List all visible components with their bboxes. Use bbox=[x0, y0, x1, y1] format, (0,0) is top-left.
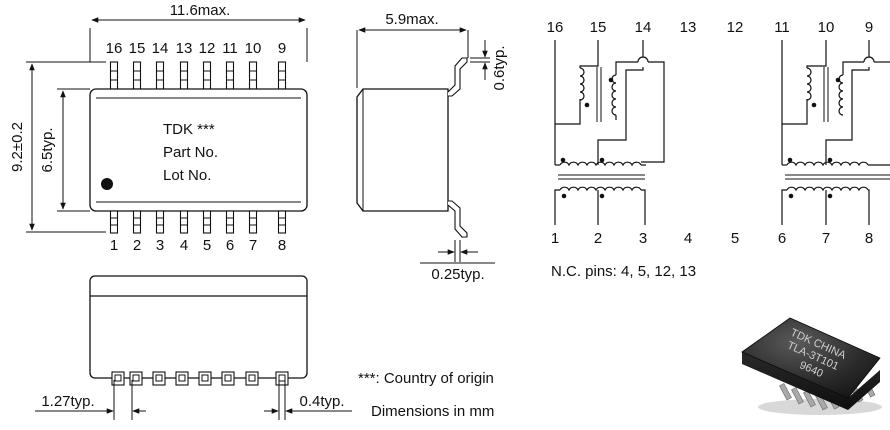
side-view: 5.9max. 0.6typ. 0.25typ. bbox=[356, 11, 508, 283]
units-note: Dimensions in mm bbox=[371, 403, 494, 420]
bottom-pin-label: 1 bbox=[110, 237, 118, 254]
top-pin-label: 11 bbox=[222, 40, 238, 57]
schematic-top-pin: 13 bbox=[680, 19, 697, 36]
transformer-right bbox=[781, 40, 890, 225]
schematic-top-pin: 11 bbox=[774, 19, 790, 36]
bottom-pin-label: 7 bbox=[249, 237, 257, 254]
schematic-bottom-pin: 7 bbox=[822, 230, 830, 247]
top-pin-label: 12 bbox=[199, 40, 216, 57]
bottom-pin-label: 4 bbox=[180, 237, 188, 254]
side-lead-upper bbox=[447, 57, 468, 97]
origin-note: ***: Country of origin bbox=[358, 370, 494, 387]
schematic-top-pin-labels: 16 15 14 13 12 11 10 9 bbox=[547, 19, 874, 36]
bottom-pin-label: 2 bbox=[133, 237, 141, 254]
bottom-pin-label: 5 bbox=[203, 237, 211, 254]
side-lead-lower bbox=[447, 200, 468, 238]
top-pin-label: 16 bbox=[106, 40, 123, 57]
lead-upper bbox=[155, 61, 165, 90]
schematic-top-pin: 16 bbox=[547, 19, 564, 36]
chip-top-face bbox=[741, 317, 881, 399]
marking-line-2: Part No. bbox=[163, 144, 218, 161]
lead-lower bbox=[179, 210, 189, 234]
bottom-pin-label: 3 bbox=[156, 237, 164, 254]
front-leads bbox=[111, 371, 289, 386]
side-width-label: 5.9max. bbox=[385, 11, 438, 28]
schematic-bottom-pin: 8 bbox=[865, 230, 873, 247]
lead-thickness-label: 0.25typ. bbox=[431, 266, 484, 283]
schematic-bottom-pin: 4 bbox=[684, 230, 692, 247]
inner-height-label: 6.5typ. bbox=[39, 127, 56, 172]
marking-line-3: Lot No. bbox=[163, 167, 211, 184]
top-pin-label: 15 bbox=[129, 40, 146, 57]
top-lower-leads bbox=[109, 210, 287, 234]
polarity-dots-left bbox=[560, 77, 614, 199]
top-pin-label: 13 bbox=[176, 40, 193, 57]
top-pin-label: 10 bbox=[245, 40, 262, 57]
pitch-label: 1.27typ. bbox=[41, 393, 94, 410]
top-pin-label: 14 bbox=[152, 40, 169, 57]
lead-lower bbox=[225, 210, 235, 234]
side-body bbox=[356, 88, 449, 212]
lead-lower bbox=[132, 210, 142, 234]
nc-pins-note: N.C. pins: 4, 5, 12, 13 bbox=[551, 263, 696, 280]
schematic-bottom-pin-labels: 1 2 3 4 5 6 7 8 bbox=[551, 230, 873, 247]
lead-lower bbox=[109, 210, 119, 234]
lead-lower bbox=[155, 210, 165, 234]
polarity-dots-right bbox=[787, 77, 841, 199]
transformer-left bbox=[554, 40, 665, 225]
schematic-bottom-pin: 2 bbox=[594, 230, 602, 247]
lead-upper bbox=[179, 61, 189, 90]
schematic-bottom-pin: 5 bbox=[731, 230, 739, 247]
top-upper-leads bbox=[109, 61, 287, 90]
lead-upper bbox=[225, 61, 235, 90]
top-height-label: 9.2±0.2 bbox=[9, 122, 26, 172]
lead-lower bbox=[248, 210, 258, 234]
lead-lower bbox=[202, 210, 212, 234]
schematic-bottom-pin: 1 bbox=[551, 230, 559, 247]
front-view: 1.27typ. 0.4typ. bbox=[35, 275, 352, 420]
top-width-label: 11.6max. bbox=[170, 2, 231, 19]
product-photo: TDK CHINA TLA-3T101 9640 bbox=[741, 317, 882, 415]
package-body-top bbox=[89, 88, 308, 212]
lead-upper bbox=[202, 61, 212, 90]
bottom-pin-label: 6 bbox=[226, 237, 234, 254]
bottom-pin-label: 8 bbox=[278, 237, 286, 254]
schematic-bottom-pin: 6 bbox=[778, 230, 786, 247]
lead-upper bbox=[277, 61, 287, 90]
schematic-top-pin: 9 bbox=[865, 19, 873, 36]
marking-line-1: TDK *** bbox=[163, 121, 215, 138]
lead-width-label: 0.4typ. bbox=[299, 393, 344, 410]
lead-upper bbox=[132, 61, 142, 90]
top-pin-label: 9 bbox=[278, 40, 286, 57]
schematic-top-pin: 15 bbox=[590, 19, 607, 36]
schematic-bottom-pin: 3 bbox=[639, 230, 647, 247]
top-pin-labels: 16 15 14 13 12 11 10 9 bbox=[106, 40, 287, 57]
lead-lower bbox=[277, 210, 287, 234]
lead-upper bbox=[109, 61, 119, 90]
schematic-top-pin: 14 bbox=[635, 19, 652, 36]
pin1-indicator-dot bbox=[101, 178, 113, 190]
package-body-front bbox=[89, 275, 308, 379]
lead-height-label: 0.6typ. bbox=[491, 45, 508, 90]
schematic-top-pin: 10 bbox=[818, 19, 835, 36]
schematic-top-pin: 12 bbox=[727, 19, 744, 36]
lead-upper bbox=[248, 61, 258, 90]
